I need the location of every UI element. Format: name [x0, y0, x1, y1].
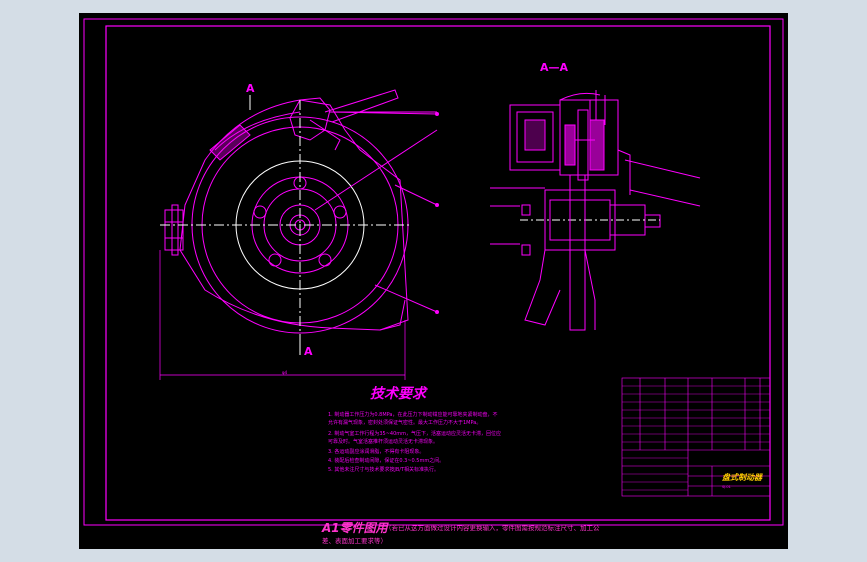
title-block-code: SJ-01 [722, 485, 731, 489]
tech-req-line: 允许有漏气现象，密封处须保证气密性。最大工作压力不大于1MPa。 [328, 420, 482, 426]
tech-req-line: 2. 制动气室工作行程为35~40mm，气压下，活塞运动应灵活无卡滞，回位应 [328, 431, 502, 437]
tech-req-line: 3. 各运动副应涂润滑脂，不得有卡阻现象。 [328, 449, 425, 455]
outer-border [83, 18, 784, 526]
tech-req-line: 4. 装配后检查制动间隙，保证在0.3~0.5mm之间。 [328, 458, 445, 464]
front-view [164, 89, 439, 334]
section-marker-bottom: A [304, 345, 313, 358]
tech-requirements-title: 技术要求 [370, 386, 426, 402]
tech-req-line: 5. 其他未注尺寸与技术要求按JB/T相关标准执行。 [328, 467, 440, 473]
footer-part-label: A1零件图用 [322, 521, 388, 535]
tech-req-line: 1. 制动器工作压力为0.8MPa，在此压力下制动钳应能可靠地夹紧制动盘，不 [328, 412, 498, 418]
footer-note-line1: （若已从这方面做过设计内容更换输入，零件图需按规范标注尺寸、加工公 [385, 524, 600, 532]
section-line [160, 95, 410, 355]
section-marker-top: A [246, 82, 255, 95]
inner-border [105, 25, 771, 521]
section-view [490, 90, 701, 331]
section-title: A—A [540, 61, 569, 74]
title-block [621, 377, 771, 497]
footer-note-line2: 差、表面加工要求等） [322, 537, 387, 545]
title-block-rows [622, 385, 770, 491]
tech-req-line: 可靠及时。气室活塞推杆须运动灵活无卡滞现象。 [328, 439, 439, 445]
drawing-sheet [79, 13, 788, 549]
dimension-label: φ4 [282, 370, 288, 375]
title-block-name: 盘式制动器 [722, 473, 762, 482]
dimension-line [159, 250, 406, 380]
